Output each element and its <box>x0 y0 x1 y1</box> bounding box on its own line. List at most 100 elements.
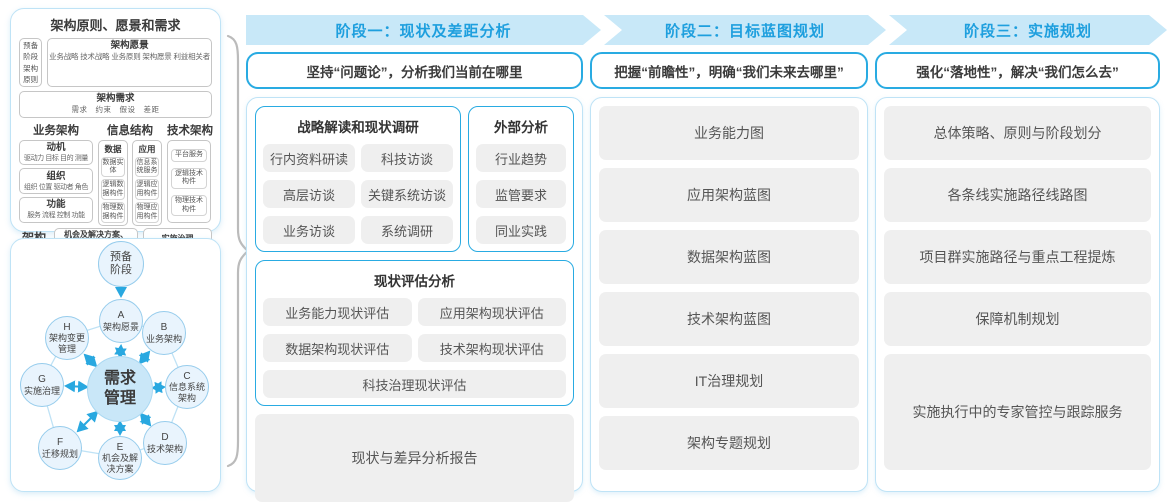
phase-3-item: 保障机制规划 <box>884 292 1151 346</box>
organization-box: 组织 组织 位置 驱动者 角色 <box>19 168 93 194</box>
phase-3-item: 实施执行中的专家管控与跟踪服务 <box>884 354 1151 470</box>
phase-2-banner: 阶段二：目标蓝图规划 <box>604 15 886 45</box>
adm-node-e: E 机会及解决方案 <box>98 436 142 480</box>
external-item: 监管要求 <box>476 180 566 208</box>
node-f-letter: F <box>56 437 64 449</box>
node-c-label: 信息系统架构 <box>168 382 205 403</box>
adm-node-b: B 业务架构 <box>142 311 186 355</box>
architecture-vision-box: 架构愿景 业务战略 技术战略 业务原则 架构愿景 利益相关者 <box>47 38 212 87</box>
assessment-box: 现状评估分析 业务能力现状评估 应用架构现状评估 数据架构现状评估 技术架构现状… <box>255 260 574 406</box>
phase-3-subtitle: 强化“落地性”，解决“我们怎么去” <box>875 52 1160 89</box>
organization-items: 组织 位置 驱动者 角色 <box>23 183 89 191</box>
application-title: 应用 <box>138 143 156 154</box>
adm-cycle-panel: 预备 阶段 需求 管理 A 架构愿景 B 业务架构 C 信息系统架构 D 技术架… <box>10 238 221 492</box>
logical-tech-item: 逻辑技术构件 <box>171 168 207 189</box>
adm-node-d: D 技术架构 <box>143 421 187 465</box>
phase-2-item: IT治理规划 <box>599 354 859 408</box>
architecture-requirements-box: 架构需求 需求 约束 假设 差距 <box>19 91 212 118</box>
platform-service-item: 平台服务 <box>171 149 207 162</box>
phase-2-banner-label: 阶段二：目标蓝图规划 <box>664 22 825 40</box>
node-e-letter: E <box>116 441 124 453</box>
logical-app-item: 逻辑应用构件 <box>135 179 159 201</box>
adm-node-c: C 信息系统架构 <box>165 365 209 409</box>
vision-row: 预备阶段 架构原则 架构愿景 业务战略 技术战略 业务原则 架构愿景 利益相关者 <box>19 38 212 87</box>
phase-1-banner: 阶段一：现状及差距分析 <box>246 15 601 45</box>
phase-1-container: 战略解读和现状调研 行内资料研读 科技访谈 高层访谈 关键系统访谈 业务访谈 系… <box>246 97 583 502</box>
adm-node-a: A 架构愿景 <box>99 299 143 343</box>
business-architecture-heading: 业务架构 <box>33 124 79 137</box>
motivation-box: 动机 驱动力 目标 目的 测量 <box>19 139 93 166</box>
phase-3-column: 阶段三：实施规划 强化“落地性”，解决“我们怎么去” 总体策略、原则与阶段划分 … <box>875 0 1160 499</box>
requirements-title: 架构需求 <box>96 93 135 104</box>
node-d-label: 技术架构 <box>146 443 183 454</box>
phase-2-subtitle: 把握“前瞻性”，明确“我们未来去哪里” <box>590 52 868 89</box>
survey-item: 业务访谈 <box>263 216 355 244</box>
motivation-title: 动机 <box>46 141 66 153</box>
phase-3-item: 项目群实施路径与重点工程提炼 <box>884 230 1151 284</box>
function-items: 服务 流程 控制 功能 <box>27 212 85 220</box>
assessment-item: 应用架构现状评估 <box>417 298 566 326</box>
survey-item: 科技访谈 <box>361 144 453 172</box>
adm-arrows <box>64 287 166 436</box>
phase-1-column: 阶段一：现状及差距分析 坚持“问题论”，分析我们当前在哪里 战略解读和现状调研 … <box>246 0 583 502</box>
strategy-survey-box: 战略解读和现状调研 行内资料研读 科技访谈 高层访谈 关键系统访谈 业务访谈 系… <box>255 106 461 252</box>
phase-3-item: 各条线实施路径线路图 <box>884 168 1151 222</box>
node-d-letter: D <box>161 432 169 444</box>
node-g-label: 实施治理 <box>23 385 60 396</box>
phase-2-item: 架构专题规划 <box>599 416 859 470</box>
application-box: 应用 信息系统服务 逻辑应用构件 物理应用构件 <box>132 139 162 226</box>
phase-1-subtitle: 坚持“问题论”，分析我们当前在哪里 <box>246 52 583 89</box>
phase-2-column: 阶段二：目标蓝图规划 把握“前瞻性”，明确“我们未来去哪里” 业务能力图 应用架… <box>590 0 868 499</box>
logical-data-item: 逻辑数据构件 <box>101 179 125 201</box>
adm-node-f: F 迁移规划 <box>38 426 82 470</box>
phase-2-item: 应用架构蓝图 <box>599 168 859 222</box>
assessment-item: 科技治理现状评估 <box>263 370 566 398</box>
phase-2-container: 业务能力图 应用架构蓝图 数据架构蓝图 技术架构蓝图 IT治理规划 架构专题规划 <box>590 97 868 492</box>
phase-2-subtitle-label: 把握“前瞻性”，明确“我们未来去哪里” <box>614 64 844 80</box>
preliminary-line1: 预备 <box>110 251 132 264</box>
phase-1-banner-label: 阶段一：现状及差距分析 <box>335 22 512 40</box>
adm-node-g: G 实施治理 <box>20 363 64 407</box>
external-item: 同业实践 <box>476 216 566 244</box>
node-g-letter: G <box>38 374 46 386</box>
adm-node-preliminary: 预备 阶段 <box>98 241 144 287</box>
phase-2-item: 数据架构蓝图 <box>599 230 859 284</box>
organization-title: 组织 <box>46 170 66 182</box>
survey-item: 行内资料研读 <box>263 144 355 172</box>
technology-box: 平台服务 逻辑技术构件 物理技术构件 <box>167 139 211 223</box>
data-box: 数据 数据实体 逻辑数据构件 物理数据构件 <box>98 139 128 226</box>
function-box: 功能 服务 流程 控制 功能 <box>19 196 93 223</box>
node-f-label: 迁移规划 <box>41 448 78 459</box>
assessment-item: 业务能力现状评估 <box>263 298 412 326</box>
phase-3-item: 总体策略、原则与阶段划分 <box>884 106 1151 160</box>
survey-item: 高层访谈 <box>263 180 355 208</box>
physical-app-item: 物理应用构件 <box>135 202 159 223</box>
phase-3-subtitle-label: 强化“落地性”，解决“我们怎么去” <box>916 64 1119 80</box>
preliminary-phase-line1: 预备阶段 <box>23 41 39 62</box>
node-h-letter: H <box>63 321 71 333</box>
vision-title: 架构愿景 <box>110 40 149 51</box>
is-service-item: 信息系统服务 <box>135 156 159 178</box>
information-subcolumns: 数据 数据实体 逻辑数据构件 物理数据构件 应用 信息系统服务 逻辑应用构件 物… <box>98 139 162 226</box>
information-structure-column: 信息结构 数据 数据实体 逻辑数据构件 物理数据构件 应用 信息系统服务 逻辑应… <box>98 122 162 226</box>
assessment-title: 现状评估分析 <box>374 274 455 289</box>
data-title: 数据 <box>104 143 122 154</box>
node-a-letter: A <box>117 310 125 322</box>
node-b-letter: B <box>160 322 168 334</box>
survey-item: 关键系统访谈 <box>361 180 453 208</box>
node-h-label: 架构变更管理 <box>48 333 85 354</box>
strategy-survey-title: 战略解读和现状调研 <box>297 120 419 135</box>
business-architecture-column: 业务架构 动机 驱动力 目标 目的 测量 组织 组织 位置 驱动者 角色 功能 … <box>19 122 93 223</box>
phase-3-container: 总体策略、原则与阶段划分 各条线实施路径线路图 项目群实施路径与重点工程提炼 保… <box>875 97 1160 492</box>
external-item: 行业趋势 <box>476 144 566 172</box>
assessment-item: 数据架构现状评估 <box>263 334 412 362</box>
node-c-letter: C <box>183 370 191 382</box>
phase-1-subtitle-label: 坚持“问题论”，分析我们当前在哪里 <box>306 64 523 80</box>
vision-items: 业务战略 技术战略 业务原则 架构愿景 利益相关者 <box>49 51 210 61</box>
information-structure-heading: 信息结构 <box>107 124 153 137</box>
gap-analysis-report-box: 现状与差异分析报告 <box>255 414 574 502</box>
node-a-label: 架构愿景 <box>102 321 139 332</box>
preliminary-line2: 阶段 <box>110 264 132 276</box>
phase-2-item: 业务能力图 <box>599 106 859 160</box>
adm-node-requirements-management: 需求 管理 <box>87 356 153 422</box>
